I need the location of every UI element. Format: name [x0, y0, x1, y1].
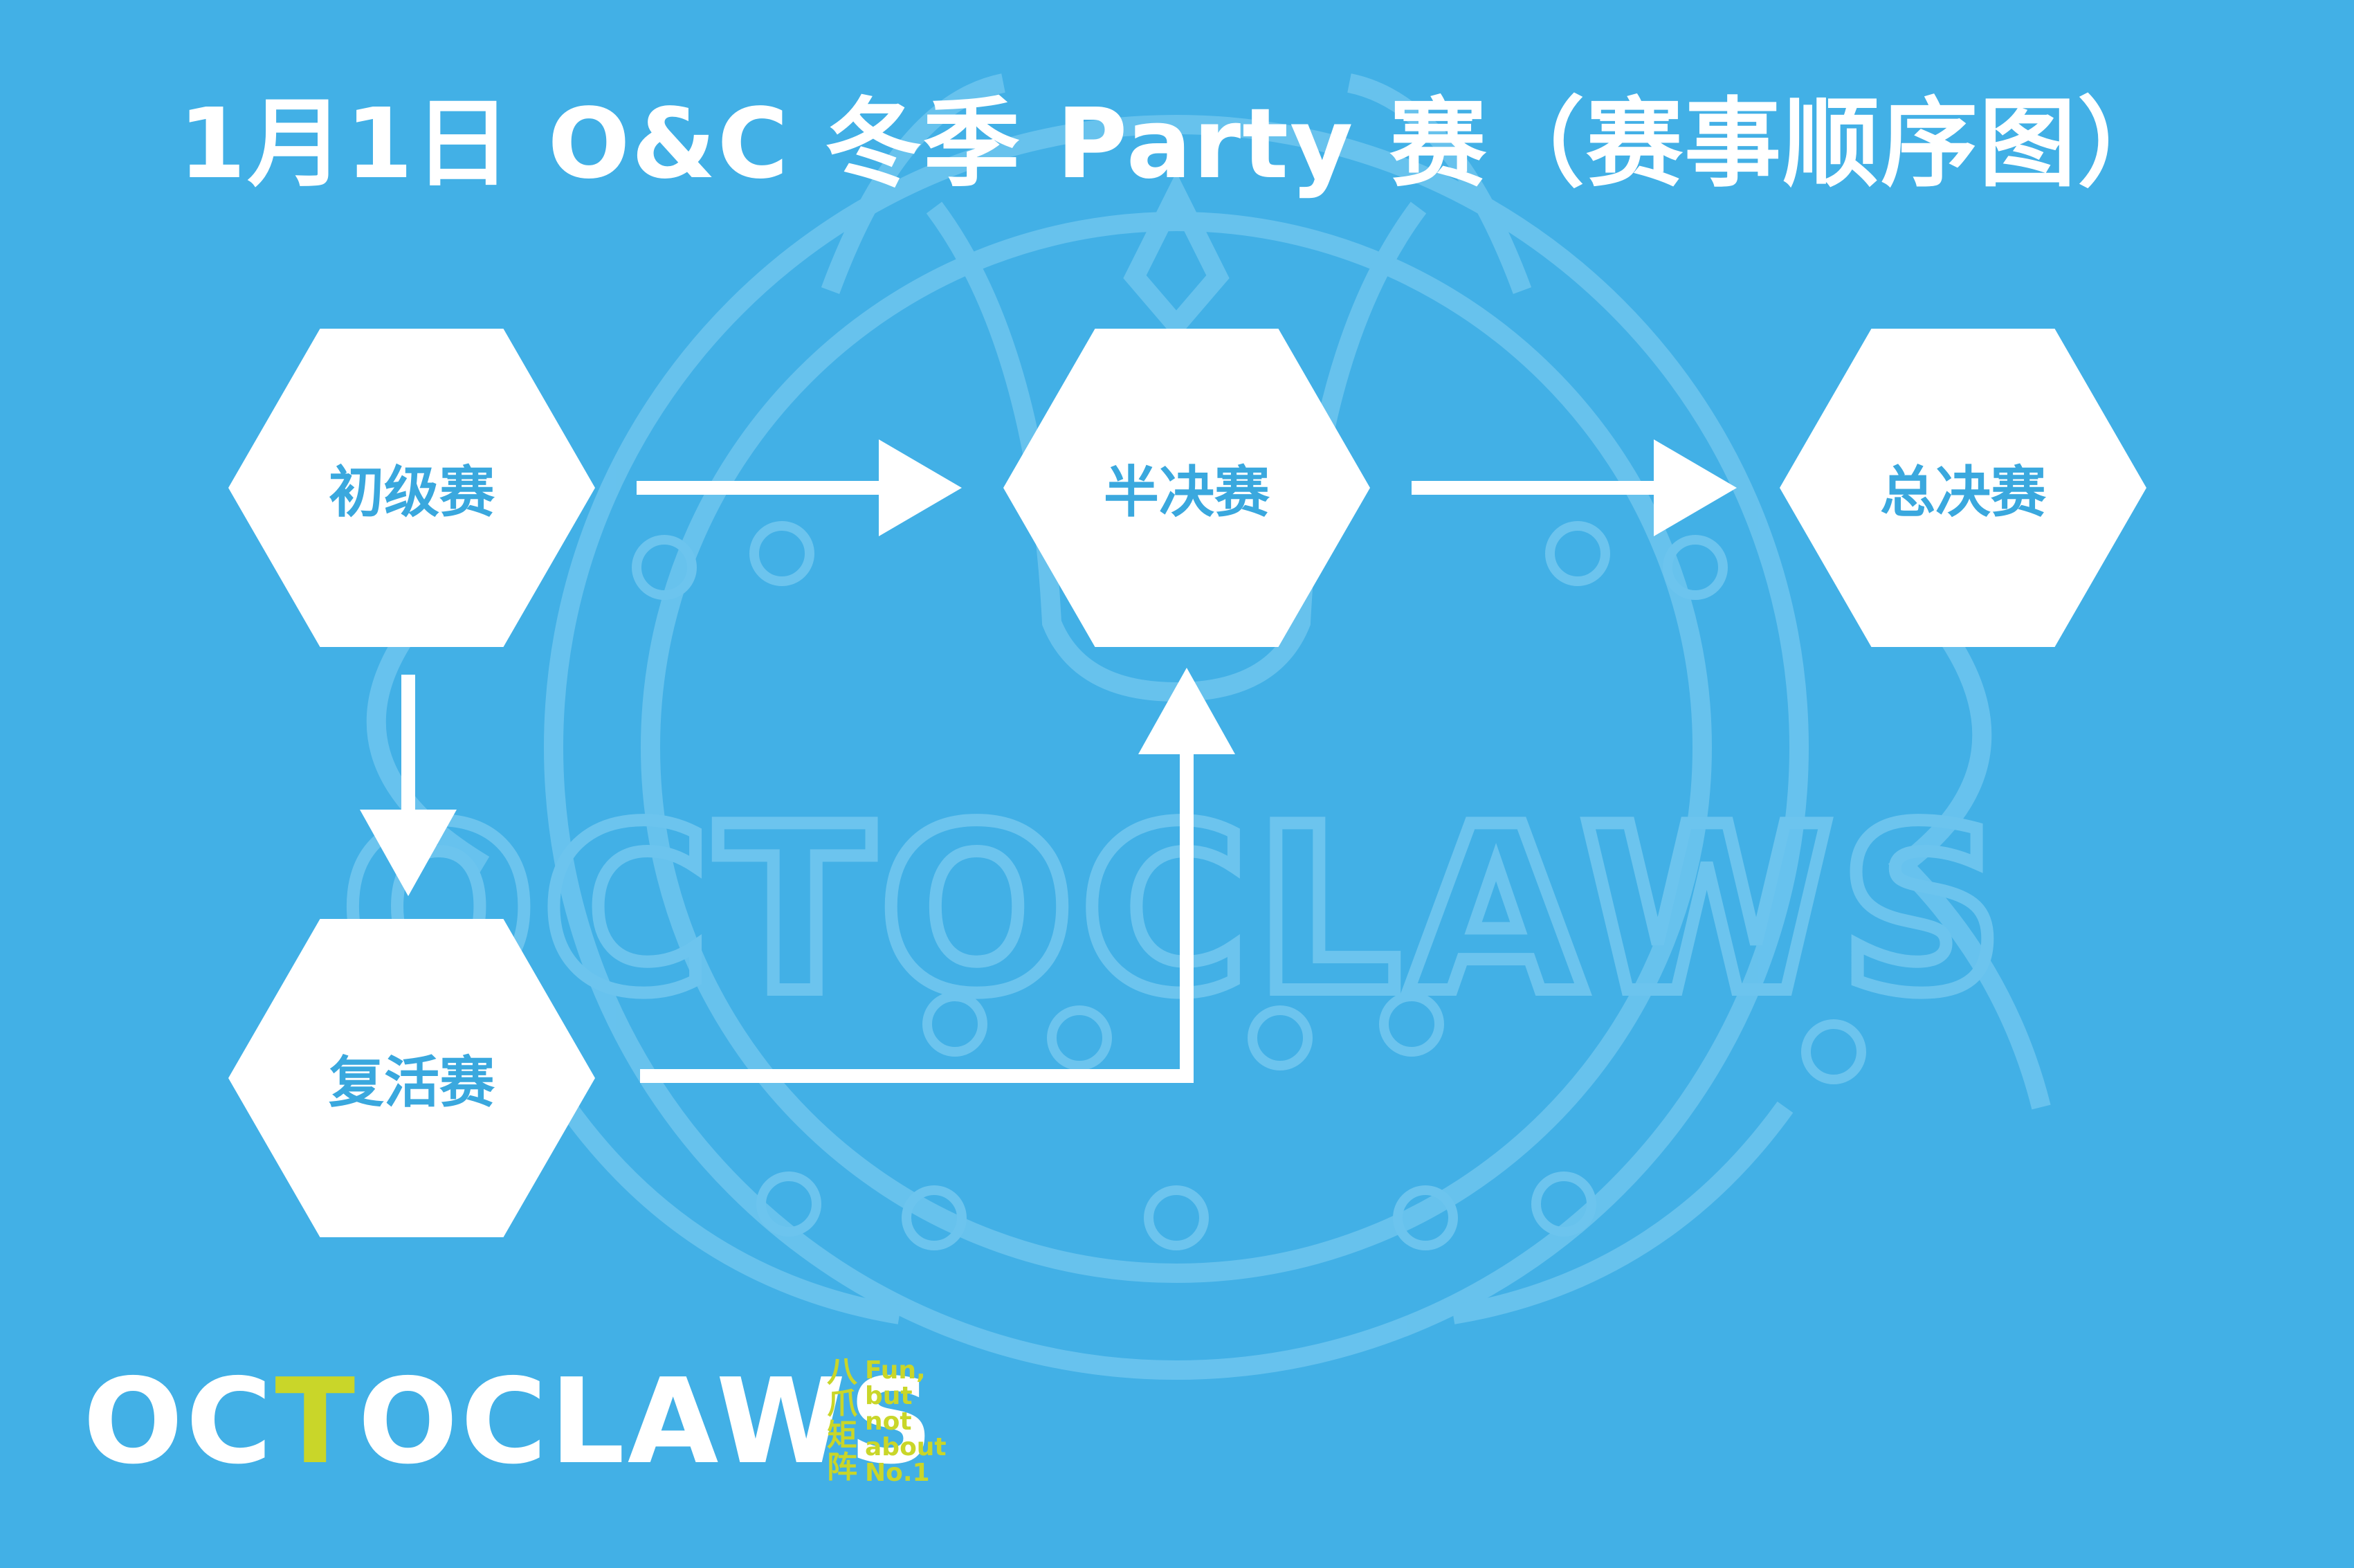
watermark-tentacle-left	[821, 73, 1005, 294]
arrow-repechage-to-semifinal	[640, 668, 1235, 1083]
octoclaws-logo: OCTOCLAWS 八 爪 矩 阵 Fun, but not about No.…	[83, 1356, 969, 1495]
logo-wordmark: OCTOCLAWS	[83, 1353, 936, 1490]
watermark-wordmark: OCTOCLAWS	[341, 778, 2011, 1043]
watermark-arm-lower-left	[559, 1101, 902, 1324]
watermark-arm-right	[1888, 617, 2051, 1110]
watermark-crest	[1123, 172, 1230, 340]
arrow-semifinal-to-final	[1412, 439, 1737, 536]
node-repechage-label: 复活赛	[329, 1050, 495, 1115]
page-title: 1月1日 O&C 冬季 Party 赛（赛事顺序图）	[178, 88, 2176, 201]
watermark-tentacle-right	[1347, 73, 1532, 294]
logo-chinese-name: 八 爪 矩 阵	[827, 1354, 857, 1485]
node-semifinal-label: 半决赛	[1104, 460, 1270, 525]
node-preliminary-label: 初级赛	[329, 460, 495, 525]
arrow-preliminary-to-semifinal	[637, 439, 962, 536]
node-semifinal: 半决赛	[1003, 329, 1370, 647]
watermark-inner-ring	[641, 212, 1712, 1283]
node-final-label: 总决赛	[1880, 460, 2046, 525]
watermark-arm-lower-right	[1451, 1101, 1794, 1324]
watermark-outer-ring	[544, 115, 1809, 1380]
logo-slogan: Fun, but not about No.1	[865, 1356, 947, 1487]
arrow-preliminary-to-repechage	[360, 675, 457, 896]
watermark-arm-left	[366, 617, 490, 874]
